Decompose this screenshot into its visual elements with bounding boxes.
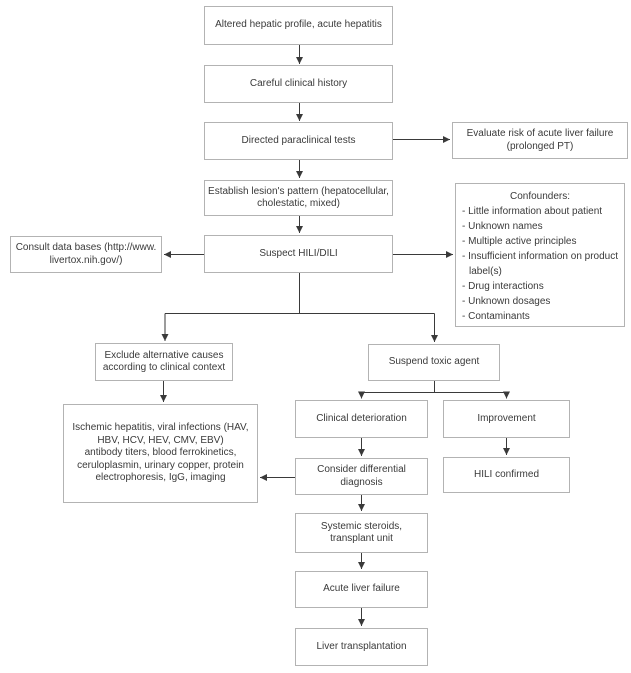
node-label: HILI confirmed [473, 468, 540, 480]
node-acute-liver-failure: Acute liver failure [295, 571, 428, 608]
node-evaluate-risk-liver-failure: Evaluate risk of acute liver failure (pr… [452, 122, 628, 159]
node-label: Directed paraclinical tests [241, 134, 356, 146]
node-altered-hepatic-profile: Altered hepatic profile, acute hepatitis [204, 6, 393, 45]
node-label: Establish lesion's pattern (hepatocellul… [208, 185, 389, 210]
node-systemic-steroids-transplant-unit: Systemic steroids, transplant unit [295, 513, 428, 553]
node-label: Altered hepatic profile, acute hepatitis [215, 19, 382, 31]
node-consider-differential-diagnosis: Consider differential diagnosis [295, 458, 428, 495]
node-label: Suspect HILI/DILI [259, 247, 338, 259]
node-exclude-alternative-causes: Exclude alternative causes according to … [95, 343, 233, 381]
node-label: Liver transplantation [316, 640, 407, 652]
node-label: Evaluate risk of acute liver failure (pr… [466, 128, 614, 152]
node-consult-databases: Consult data bases (http://www. livertox… [10, 236, 162, 273]
node-establish-lesion-pattern: Establish lesion's pattern (hepatocellul… [204, 180, 393, 216]
node-label: Consult data bases (http://www. livertox… [15, 242, 157, 266]
node-label: Clinical deterioration [316, 412, 407, 424]
node-clinical-deterioration: Clinical deterioration [295, 400, 428, 438]
node-label: Careful clinical history [249, 77, 348, 89]
node-confounders: Confounders: - Little information about … [455, 183, 625, 327]
confounders-item: - Multiple active principles [462, 236, 577, 247]
node-liver-transplantation: Liver transplantation [295, 628, 428, 666]
node-careful-clinical-history: Careful clinical history [204, 65, 393, 103]
node-directed-paraclinical-tests: Directed paraclinical tests [204, 122, 393, 160]
confounders-item: - Drug interactions [462, 281, 544, 292]
confounders-title: Confounders: [509, 191, 571, 202]
node-label: Acute liver failure [323, 583, 400, 595]
node-suspend-toxic-agent: Suspend toxic agent [368, 344, 500, 381]
node-suspect-hili-dili: Suspect HILI/DILI [204, 235, 393, 273]
confounders-item: - Insufficient information on product la… [462, 251, 619, 277]
node-label: Ischemic hepatitis, viral infections (HA… [72, 422, 249, 484]
node-label: Exclude alternative causes according to … [102, 349, 226, 374]
node-improvement: Improvement [443, 400, 570, 438]
confounders-item: - Contaminants [462, 311, 530, 322]
node-label: Suspend toxic agent [388, 356, 480, 368]
node-label: Improvement [477, 412, 536, 424]
confounders-item: - Unknown dosages [462, 296, 551, 307]
node-label: Consider differential diagnosis [317, 464, 406, 488]
confounders-item: - Unknown names [462, 221, 543, 232]
node-differential-workup-list: Ischemic hepatitis, viral infections (HA… [63, 404, 258, 503]
node-label: Systemic steroids, transplant unit [320, 520, 403, 545]
node-hili-confirmed: HILI confirmed [443, 457, 570, 493]
confounders-item: - Little information about patient [462, 206, 603, 217]
